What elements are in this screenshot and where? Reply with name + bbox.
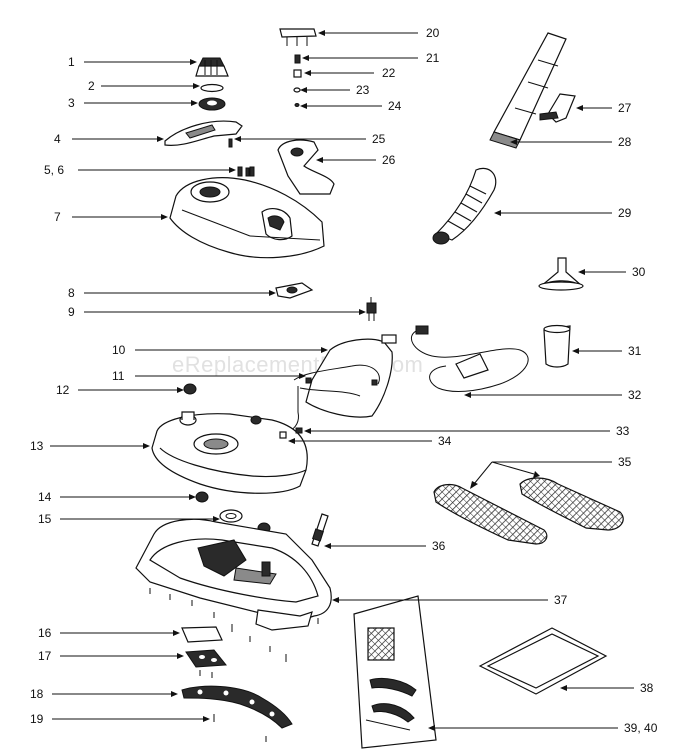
callout-30: 30 — [632, 265, 646, 279]
callout-10: 10 — [112, 343, 126, 357]
callout-22: 22 — [382, 66, 396, 80]
callout-3: 3 — [68, 96, 75, 110]
part-32-power-cord — [411, 325, 529, 392]
part-26-nozzle-bracket — [277, 139, 335, 195]
part-16-pad — [181, 626, 223, 643]
part-25-pins — [228, 138, 250, 177]
callout-21: 21 — [426, 51, 440, 65]
callout-20: 20 — [426, 26, 440, 40]
part-31-cup — [543, 324, 571, 368]
callout-29: 29 — [618, 206, 632, 220]
callout-labels: 1 2 3 4 5, 6 7 8 9 10 11 12 13 14 15 16 … — [30, 26, 658, 735]
part-21-spring — [294, 54, 301, 64]
callout-18: 18 — [30, 687, 44, 701]
part-23-ring — [293, 87, 301, 93]
callout-17: 17 — [38, 649, 52, 663]
part-12-plug — [183, 383, 197, 395]
part-4-lever — [164, 120, 243, 146]
callout-26: 26 — [382, 153, 396, 167]
callout-19: 19 — [30, 712, 44, 726]
part-18-handle-bar — [181, 685, 293, 729]
callout-27: 27 — [618, 101, 632, 115]
part-28-handle-tube — [489, 32, 567, 149]
callout-25: 25 — [372, 132, 386, 146]
part-36-rod — [311, 513, 329, 547]
part-2-ring — [200, 83, 224, 93]
callout-4: 4 — [54, 132, 61, 146]
part-24-ball — [294, 103, 300, 107]
callout-36: 36 — [432, 539, 446, 553]
part-1-cap — [195, 57, 229, 77]
part-33-terminal — [295, 427, 303, 434]
part-38-tray — [478, 627, 608, 695]
part-20-connector — [279, 28, 317, 46]
callout-24: 24 — [388, 99, 402, 113]
part-3-washer — [198, 97, 226, 111]
callout-34: 34 — [438, 434, 452, 448]
part-22-nozzle — [293, 69, 302, 78]
callout-12: 12 — [56, 383, 70, 397]
callout-13: 13 — [30, 439, 44, 453]
part-27-latch — [539, 93, 576, 123]
callout-2: 2 — [88, 79, 95, 93]
part-5-6-pins — [237, 166, 255, 177]
part-17-bracket — [185, 649, 227, 668]
callout-37: 37 — [554, 593, 568, 607]
callout-1: 1 — [68, 55, 75, 69]
callout-32: 32 — [628, 388, 642, 402]
part-13-tank — [151, 411, 308, 494]
callout-5-6: 5, 6 — [44, 163, 64, 177]
base-screws — [149, 588, 319, 742]
part-8-gasket — [275, 282, 314, 299]
part-35-filter-pads — [433, 477, 624, 545]
part-34-terminal — [279, 431, 287, 439]
part-37-base-plate — [135, 518, 332, 631]
callout-9: 9 — [68, 305, 75, 319]
callout-14: 14 — [38, 490, 52, 504]
callout-38: 38 — [640, 681, 654, 695]
callout-31: 31 — [628, 344, 642, 358]
callout-16: 16 — [38, 626, 52, 640]
callout-39-40: 39, 40 — [624, 721, 658, 735]
callout-33: 33 — [616, 424, 630, 438]
callout-8: 8 — [68, 286, 75, 300]
part-29-hose — [432, 167, 497, 245]
callout-28: 28 — [618, 135, 632, 149]
part-9-switch — [366, 297, 377, 321]
callout-7: 7 — [54, 210, 61, 224]
part-15-seal — [219, 509, 243, 523]
callout-23: 23 — [356, 83, 370, 97]
part-7-upper-housing — [169, 177, 325, 259]
callout-35: 35 — [618, 455, 632, 469]
part-10-cover — [305, 334, 397, 418]
callout-15: 15 — [38, 512, 52, 526]
callout-11: 11 — [112, 369, 125, 383]
part-30-funnel — [538, 257, 584, 291]
part-39-40-bag — [353, 595, 437, 749]
leader-lines — [50, 30, 634, 731]
part-14-plug — [195, 491, 209, 503]
